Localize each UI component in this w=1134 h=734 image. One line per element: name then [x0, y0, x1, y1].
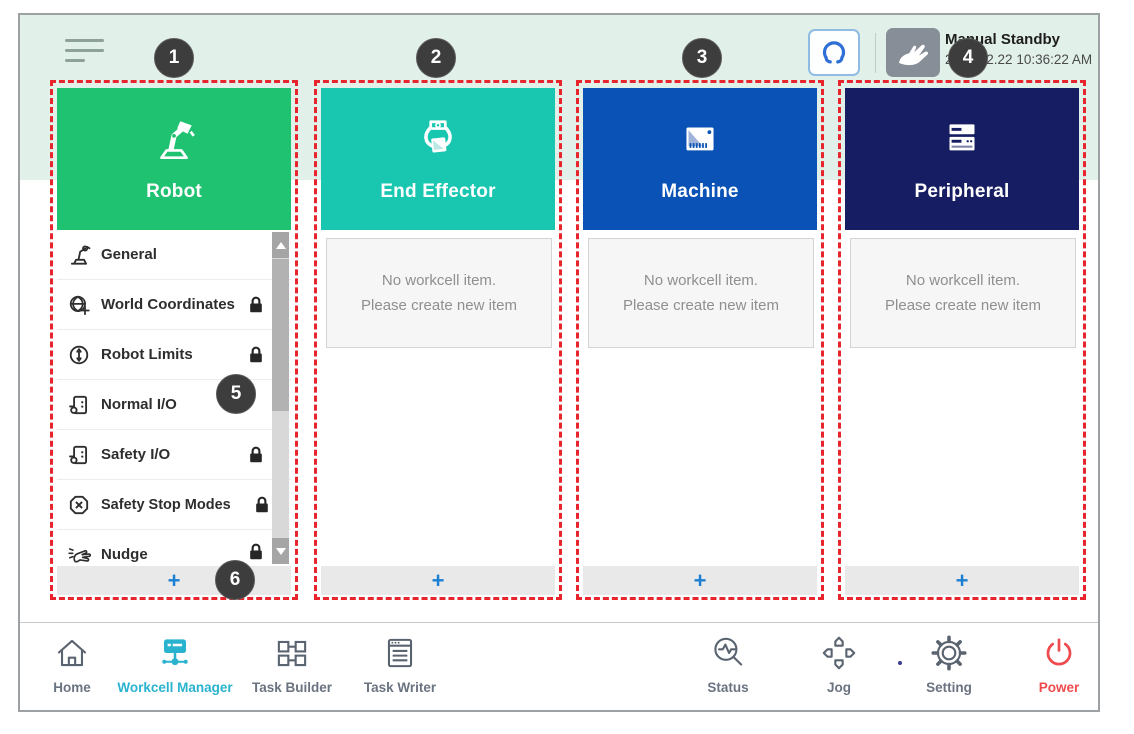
scroll-up-button[interactable]	[272, 232, 289, 258]
empty-state: No workcell item. Please create new item	[326, 238, 552, 348]
add-workcell-item-button[interactable]: +	[321, 566, 555, 595]
menu-item-safety-stop-modes[interactable]: Safety Stop Modes	[57, 480, 291, 530]
annotation-badge-6: 6	[215, 560, 255, 600]
add-workcell-item-button[interactable]: +	[57, 566, 291, 595]
nav-workcell-manager[interactable]: Workcell Manager	[110, 632, 240, 695]
lock-icon	[250, 446, 262, 463]
workcell-manager-icon	[162, 639, 188, 666]
annotation-badge-4: 4	[948, 38, 988, 78]
triangle-down-icon	[275, 547, 286, 555]
plus-icon: +	[955, 567, 969, 593]
lock-icon	[250, 346, 262, 363]
menu-icon	[65, 39, 104, 42]
app-window: Manual Standby 2022.02.22 10:36:22 AM Ro…	[18, 13, 1100, 712]
robot-arm-icon	[160, 121, 195, 160]
annotation-badge-1: 1	[154, 38, 194, 78]
add-workcell-item-button[interactable]: +	[583, 566, 817, 595]
peripheral-column-header[interactable]: Peripheral	[845, 88, 1079, 230]
power-icon	[1046, 638, 1072, 666]
home-icon	[57, 639, 87, 667]
end-effector-column-header[interactable]: End Effector	[321, 88, 555, 230]
gripper-icon	[822, 40, 846, 63]
annotation-badge-5: 5	[216, 374, 256, 414]
workcell-column-robot: Robot General World Coordinates	[50, 80, 298, 600]
machine-column-header[interactable]: Machine	[583, 88, 817, 230]
machine-icon	[686, 127, 714, 151]
empty-state: No workcell item. Please create new item	[850, 238, 1076, 348]
lock-icon	[250, 543, 262, 560]
jog-dpad-icon	[822, 636, 856, 670]
top-divider	[875, 33, 876, 73]
menu-item-general[interactable]: General	[57, 230, 291, 280]
nav-jog[interactable]: Jog	[774, 632, 904, 695]
robot-column-header[interactable]: Robot	[57, 88, 291, 230]
workcell-column-peripheral: Peripheral No workcell item. Please crea…	[838, 80, 1086, 600]
scrollbar-thumb[interactable]	[272, 259, 289, 411]
bottom-nav: Home Workcell Manager Task Builder	[20, 622, 1098, 710]
column-title: Peripheral	[914, 181, 1010, 202]
general-robot-icon	[70, 244, 91, 265]
triangle-up-icon	[275, 241, 286, 249]
menu-button[interactable]	[65, 39, 105, 63]
lock-icon	[250, 296, 262, 313]
io-icon	[69, 445, 88, 464]
nav-setting[interactable]: Setting	[884, 632, 1014, 695]
scrollbar[interactable]	[272, 232, 289, 564]
hand-icon	[899, 44, 929, 65]
menu-item-normal-io[interactable]: Normal I/O	[57, 380, 291, 430]
plus-icon: +	[431, 567, 445, 593]
add-workcell-item-button[interactable]: +	[845, 566, 1079, 595]
plus-icon: +	[693, 567, 707, 593]
gripper-tool-button[interactable]	[808, 29, 860, 76]
robot-menu-list: General World Coordinates	[57, 230, 291, 566]
empty-state: No workcell item. Please create new item	[588, 238, 814, 348]
status-icon	[714, 637, 743, 666]
menu-item-safety-io[interactable]: Safety I/O	[57, 430, 291, 480]
task-writer-icon	[387, 638, 413, 668]
manual-mode-button[interactable]	[886, 28, 940, 77]
column-title: Machine	[661, 181, 739, 202]
annotation-badge-3: 3	[682, 38, 722, 78]
column-title: Robot	[146, 181, 202, 202]
nav-task-writer[interactable]: Task Writer	[335, 632, 465, 695]
scroll-down-button[interactable]	[272, 538, 289, 564]
annotation-badge-2: 2	[416, 38, 456, 78]
nav-power[interactable]: Power	[994, 632, 1098, 695]
setting-gear-icon	[931, 635, 967, 671]
menu-item-nudge[interactable]: Nudge	[57, 530, 291, 566]
lock-icon	[256, 496, 268, 513]
world-coordinates-icon	[69, 295, 90, 315]
io-icon	[69, 395, 88, 414]
peripheral-devices-icon	[949, 124, 975, 151]
menu-item-robot-limits[interactable]: Robot Limits	[57, 330, 291, 380]
nav-task-builder[interactable]: Task Builder	[227, 632, 357, 695]
nav-home[interactable]: Home	[20, 632, 137, 695]
nav-status[interactable]: Status	[663, 632, 793, 695]
nav-dot	[898, 661, 902, 665]
nudge-icon	[68, 547, 92, 563]
plus-icon: +	[167, 567, 181, 593]
safety-stop-icon	[69, 495, 89, 514]
menu-item-world-coordinates[interactable]: World Coordinates	[57, 280, 291, 330]
robot-limits-icon	[69, 345, 89, 364]
workcell-column-machine: Machine No workcell item. Please create …	[576, 80, 824, 600]
gripper-end-effector-icon	[424, 120, 452, 153]
column-title: End Effector	[380, 181, 496, 202]
workcell-column-end-effector: End Effector No workcell item. Please cr…	[314, 80, 562, 600]
task-builder-icon	[277, 640, 307, 667]
